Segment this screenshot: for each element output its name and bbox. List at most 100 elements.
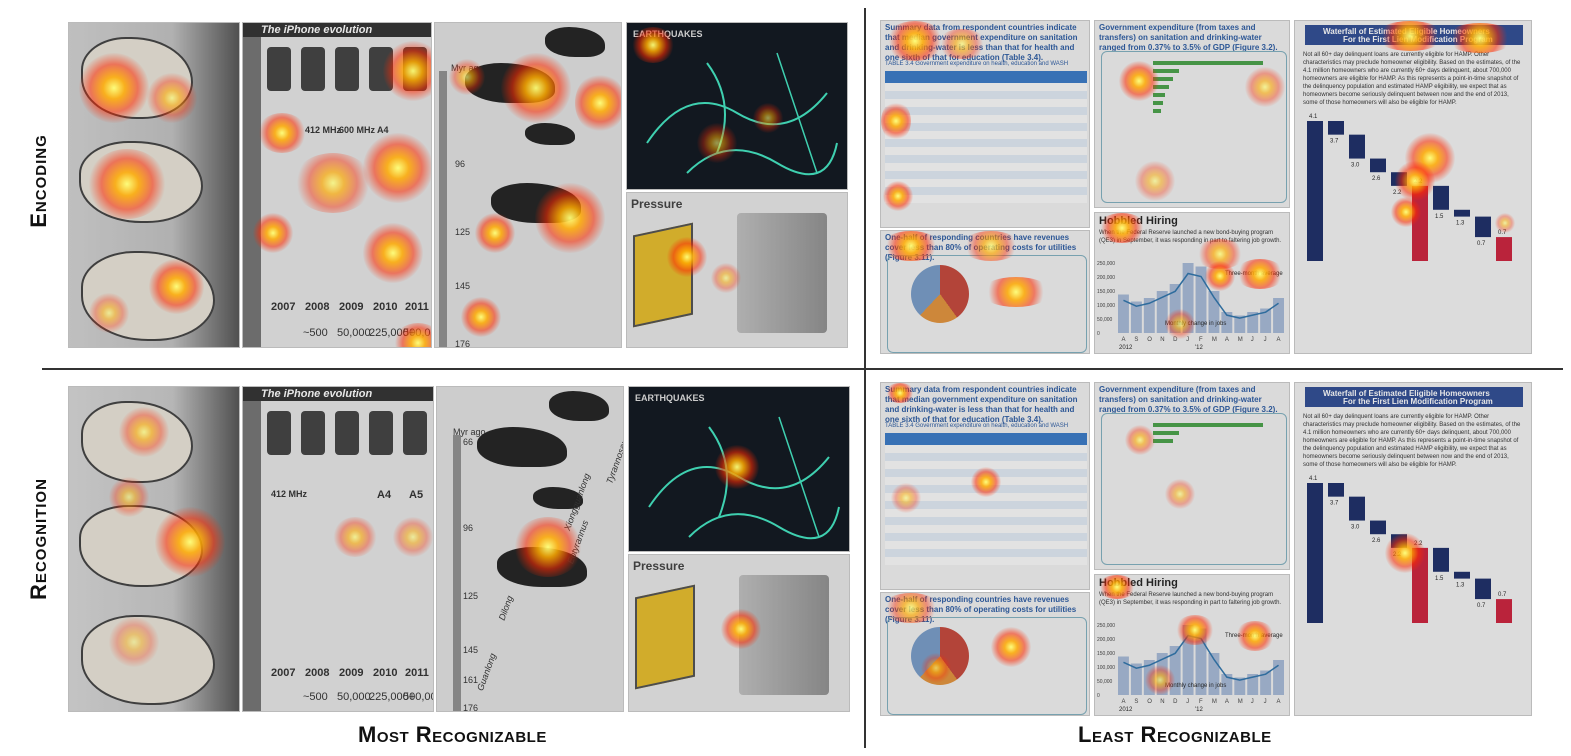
hamp-recog-title-1: Waterfall of Estimated Eligible Homeowne… — [1323, 389, 1490, 398]
hiring-bar — [1118, 656, 1129, 695]
table-title: TABLE 3.4 Government expenditure on heal… — [885, 61, 1069, 67]
recognition-hamp-panel: Waterfall of Estimated Eligible Homeowne… — [1294, 382, 1532, 716]
recognition-table-panel: Summary data from respondent countries i… — [880, 382, 1090, 590]
hamp-text: Not all 60+ day delinquent loans are cur… — [1303, 52, 1521, 106]
recognition-pie-panel: One-half of responding countries have re… — [880, 592, 1090, 716]
hamp-value-label: 4.1 — [1309, 476, 1318, 482]
encoding-gov-panel: Government expenditure (from taxes and t… — [1094, 20, 1290, 208]
hiring-bar — [1130, 301, 1142, 333]
hamp-recog-text: Not all 60+ day delinquent loans are cur… — [1303, 414, 1521, 468]
hamp-value-label: 0.7 — [1477, 603, 1486, 609]
hamp-value-label: 1.5 — [1435, 214, 1444, 220]
hiring-change-label: Monthly change in jobs — [1165, 683, 1226, 689]
hiring-year-2: '12 — [1195, 707, 1203, 713]
hiring-text: When the Federal Reserve launched a new … — [1099, 230, 1282, 244]
hiring-ytick: 50,000 — [1097, 317, 1113, 323]
hiring-month: S — [1134, 699, 1138, 705]
hiring-bar — [1273, 298, 1284, 333]
hiring-bar — [1182, 263, 1194, 333]
hiring-year-1: 2012 — [1119, 345, 1133, 351]
hamp-value-label: 1.5 — [1435, 576, 1444, 582]
hiring-bar — [1156, 291, 1168, 333]
encoding-hiring-panel: Hobbled Hiring When the Federal Reserve … — [1094, 212, 1290, 354]
hamp-value-label: 0.7 — [1498, 230, 1507, 236]
hiring-month: A — [1121, 337, 1125, 343]
iphone-sales-0: ~500 — [303, 327, 328, 339]
hiring-month: S — [1134, 337, 1138, 343]
iphone-cpu-2: 600 MHz — [339, 125, 376, 135]
iphone-recog-year-0: 2007 — [271, 667, 296, 679]
hiring-bar — [1208, 653, 1220, 695]
hiring-bar — [1260, 308, 1272, 333]
dino-recog-axis-66: 66 — [463, 437, 474, 447]
pressure-stand — [737, 213, 827, 333]
hiring-month: J — [1251, 337, 1254, 343]
iphone-recog-cpu-3: A4 — [377, 489, 392, 501]
quake-recog-title: EARTHQUAKES — [635, 393, 705, 403]
hiring-year-2: '12 — [1195, 345, 1203, 351]
dino-axis-145: 145 — [455, 281, 471, 291]
hiring-ytick: 250,000 — [1097, 623, 1115, 629]
hamp-bar — [1349, 134, 1365, 159]
iphone-recog-cpu-0: 412 MHz — [271, 489, 308, 499]
hiring-ytick: 250,000 — [1097, 261, 1115, 267]
dino-recog-axis-161: 161 — [463, 675, 479, 685]
hiring-bar — [1169, 284, 1181, 333]
hiring-bar — [1247, 312, 1259, 333]
hamp-value-label: 1.3 — [1456, 583, 1465, 589]
dino-silhouette-2 — [545, 27, 605, 57]
dino-recog-axis-145: 145 — [463, 645, 479, 655]
hiring-month: A — [1277, 699, 1281, 705]
table-recog-title: TABLE 3.4 Government expenditure on heal… — [885, 423, 1069, 429]
hiring-bar — [1208, 291, 1220, 333]
hamp-bar — [1328, 121, 1344, 135]
hamp-bar — [1370, 158, 1386, 173]
iphone-recog-sales-2: 225,000+ — [369, 691, 416, 703]
hiring-change-label: Monthly change in jobs — [1165, 321, 1226, 327]
hiring-month: A — [1225, 337, 1229, 343]
hiring-month: O — [1147, 699, 1152, 705]
hamp-value-label: 4.1 — [1309, 114, 1318, 120]
iphone-cpu-3: A4 — [377, 125, 389, 135]
hiring-ytick: 150,000 — [1097, 289, 1115, 295]
hiring-month: N — [1160, 337, 1164, 343]
hiring-bar — [1195, 266, 1207, 333]
hamp-recog-title-2: For the First Lien Modification Program — [1343, 397, 1493, 406]
hiring-ytick: 0 — [1097, 693, 1100, 699]
encoding-iphone-panel: The iPhone evolution 412 MHz 600 MHz A4 … — [242, 22, 432, 348]
iphone-recog-sales-3: 500,000+ — [403, 691, 433, 703]
iphone-title: The iPhone evolution — [261, 24, 373, 36]
encoding-hamp-panel: Waterfall of Estimated Eligible Homeowne… — [1294, 20, 1532, 354]
dino-recog-axis-125: 125 — [463, 591, 479, 601]
column-label-least: Least Recognizable — [1078, 722, 1272, 747]
hiring-bar — [1118, 294, 1129, 333]
hiring-bar — [1143, 298, 1155, 333]
hiring-month: J — [1186, 337, 1189, 343]
dino-recog-axis-label: Myr ago — [453, 427, 486, 437]
iphone-year-4: 2011 — [405, 301, 429, 313]
row-label-encoding: Encoding — [26, 134, 51, 228]
hiring-bar — [1221, 674, 1233, 695]
hamp-bar — [1496, 237, 1512, 261]
summary-recog-text: Summary data from respondent countries i… — [885, 385, 1078, 424]
hamp-bar — [1496, 599, 1512, 623]
horizontal-divider — [42, 368, 1563, 370]
hiring-avg-line — [1123, 272, 1279, 319]
dino-axis-96: 96 — [455, 159, 466, 169]
iphone-year-3: 2010 — [373, 301, 398, 313]
hiring-month: M — [1238, 699, 1243, 705]
pressure-title: Pressure — [631, 197, 683, 211]
hamp-value-label: 3.7 — [1330, 139, 1339, 145]
hiring-month: M — [1212, 337, 1217, 343]
hamp-bar — [1370, 520, 1386, 535]
hiring-month: J — [1251, 699, 1254, 705]
pressure-recog-title: Pressure — [633, 559, 685, 573]
pie-chart — [911, 265, 969, 323]
gov-recog-text: Government expenditure (from taxes and t… — [1099, 385, 1278, 414]
hiring-month: D — [1173, 337, 1178, 343]
encoding-skull-panel — [68, 22, 240, 348]
recognition-skull-panel — [68, 386, 240, 712]
iphone-year-1: 2008 — [305, 301, 330, 313]
encoding-quake-panel: EARTHQUAKES — [626, 22, 848, 190]
iphone-recog-year-3: 2010 — [373, 667, 398, 679]
